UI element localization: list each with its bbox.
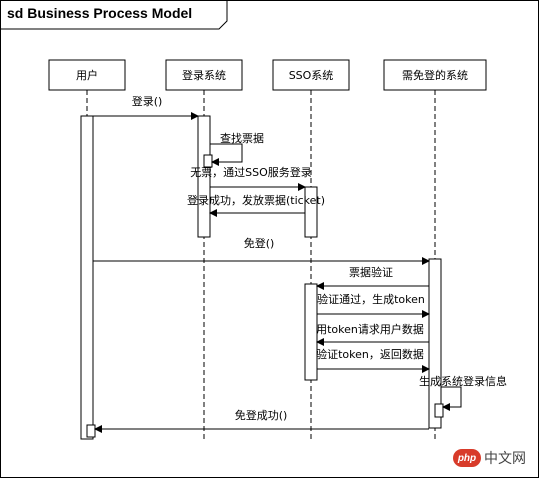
activation-user	[80, 115, 94, 440]
activation-sso-2	[304, 283, 318, 381]
message-label-7: 验证通过，生成token	[317, 292, 425, 306]
message-label-10: 生成系统登录信息	[419, 374, 507, 388]
message-label-6: 票据验证	[349, 265, 393, 279]
message-label-8: 用token请求用户数据	[316, 322, 424, 336]
message-label-3: 无票，通过SSO服务登录	[190, 165, 312, 179]
activation-target	[428, 258, 442, 429]
participant-user-label: 用户	[76, 68, 98, 82]
message-label-1: 登录()	[132, 94, 163, 108]
message-label-5: 免登()	[244, 236, 275, 250]
message-label-11: 免登成功()	[235, 408, 288, 422]
message-line-2	[210, 143, 243, 166]
watermark: php 中文网	[453, 448, 526, 468]
participant-sso-label: SSO系统	[289, 69, 334, 82]
watermark-text: 中文网	[484, 451, 526, 467]
php-logo-icon: php	[453, 449, 481, 467]
message-label-2: 查找票据	[220, 131, 264, 145]
activation-sso-1	[304, 186, 318, 238]
activation-login	[197, 115, 211, 238]
participant-login-label: 登录系统	[182, 68, 226, 82]
participant-target-label: 需免登的系统	[402, 68, 468, 82]
activation-target-self	[434, 403, 444, 418]
message-label-4: 登录成功，发放票据(ticket)	[187, 193, 325, 207]
participant-sso-box	[272, 59, 350, 91]
message-label-9: 验证token，返回数据	[316, 347, 424, 361]
message-line-10	[441, 386, 462, 411]
participant-login-box	[165, 59, 243, 91]
diagram-title: sd Business Process Model	[7, 5, 192, 21]
activation-user-return	[86, 424, 96, 438]
participant-target-box	[383, 59, 487, 91]
participant-user-box	[48, 59, 126, 91]
frame-title-tab	[1, 1, 228, 30]
